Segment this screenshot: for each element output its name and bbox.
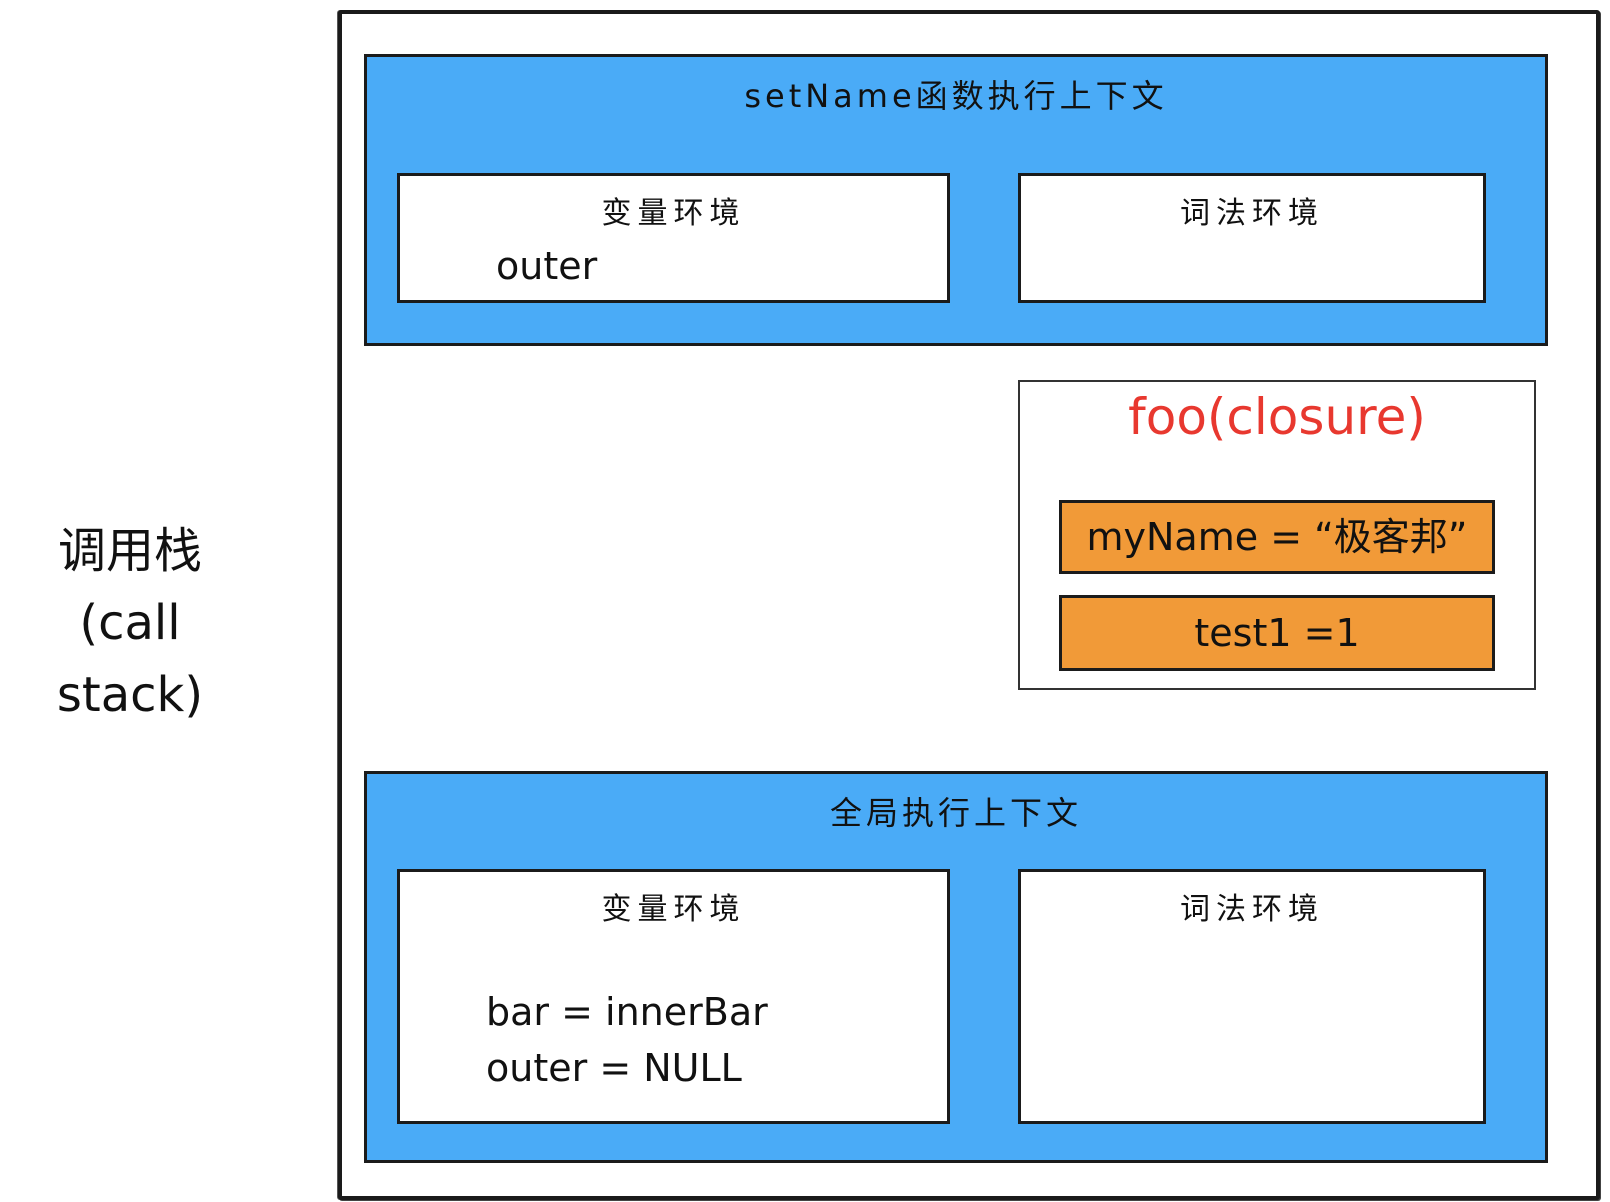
closure-title: foo(closure)	[1128, 388, 1426, 446]
lexical-environment-title: 词法环境	[1180, 892, 1324, 927]
foo-closure-box: foo(closure) myName = “极客邦” test1 =1	[1018, 380, 1536, 690]
setname-variable-environment: 变量环境 outer	[397, 173, 950, 303]
variable-entry: outer = NULL	[486, 1046, 742, 1090]
setname-execution-context: setName函数执行上下文 变量环境 outer 词法环境	[364, 54, 1548, 346]
closure-variable: myName = “极客邦”	[1059, 500, 1495, 574]
setname-context-title: setName函数执行上下文	[744, 77, 1168, 115]
lexical-environment-title: 词法环境	[1180, 196, 1324, 231]
variable-entry: bar = innerBar	[486, 990, 768, 1034]
global-lexical-environment: 词法环境	[1018, 869, 1486, 1124]
call-stack-label-en: (call stack)	[56, 595, 204, 723]
global-context-title: 全局执行上下文	[829, 794, 1082, 832]
call-stack-label: 调用栈 (call stack)	[0, 515, 260, 731]
variable-environment-title: 变量环境	[601, 196, 746, 231]
setname-lexical-environment: 词法环境	[1018, 173, 1486, 303]
global-variable-environment: 变量环境 bar = innerBar outer = NULL	[397, 869, 950, 1124]
global-execution-context: 全局执行上下文 变量环境 bar = innerBar outer = NULL…	[364, 771, 1548, 1163]
variable-entry: outer	[496, 244, 598, 288]
call-stack-label-zh: 调用栈	[57, 523, 202, 579]
closure-variable: test1 =1	[1059, 595, 1495, 671]
variable-environment-title: 变量环境	[601, 892, 746, 927]
